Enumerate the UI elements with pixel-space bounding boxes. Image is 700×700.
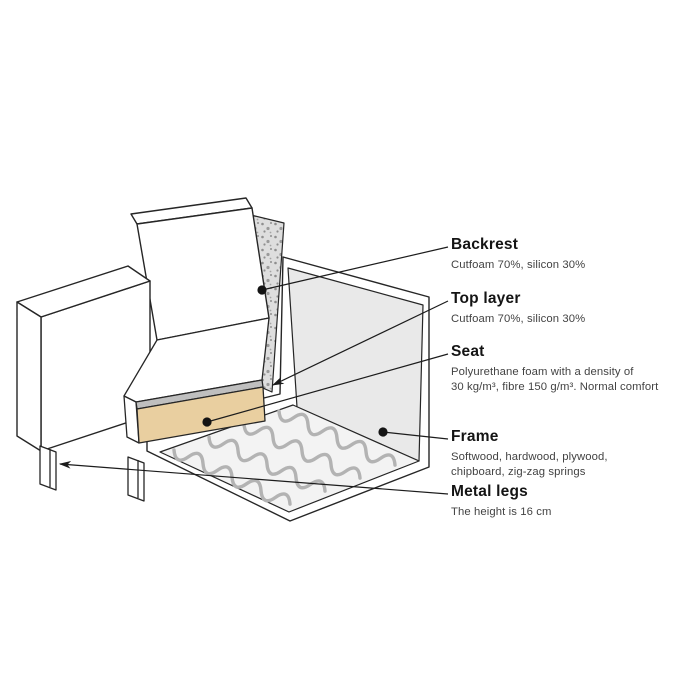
front-left-leg — [39, 445, 57, 491]
front-center-leg — [127, 456, 145, 502]
label-top-layer-title: Top layer — [451, 290, 521, 307]
callout-dot-backrest — [257, 285, 267, 295]
label-seat-desc-1: Polyurethane foam with a density of — [451, 366, 634, 378]
label-top-layer: Top layer Cutfoam 70%, silicon 30% — [451, 290, 693, 327]
label-backrest: Backrest Cutfoam 70%, silicon 30% — [451, 236, 693, 273]
seat-foam-layer — [136, 386, 266, 444]
label-top-layer-desc-1: Cutfoam 70%, silicon 30% — [451, 313, 586, 325]
label-backrest-title: Backrest — [451, 236, 519, 253]
label-seat: Seat Polyurethane foam with a density of… — [451, 343, 693, 394]
label-seat-title: Seat — [451, 343, 485, 360]
callout-dot-frame — [378, 427, 388, 437]
armrest — [16, 265, 151, 452]
leader-line-backrest — [261, 246, 449, 291]
label-frame-title: Frame — [451, 428, 499, 445]
callout-dot-seat — [202, 417, 212, 427]
spring-row — [242, 422, 362, 480]
armrest-front-face — [16, 301, 42, 452]
label-backrest-desc-1: Cutfoam 70%, silicon 30% — [451, 259, 586, 271]
label-frame-desc-1: Softwood, hardwood, plywood, — [451, 451, 608, 463]
label-seat-desc-2: 30 kg/m³, fibre 150 g/m³. Normal comfort — [451, 380, 659, 393]
callouts — [58, 246, 449, 495]
label-metal-legs-desc-1: The height is 16 cm — [451, 506, 552, 518]
leader-line-seat — [206, 353, 449, 423]
zigzag-springs — [172, 409, 397, 506]
label-frame: Frame Softwood, hardwood, plywood, chipb… — [451, 428, 693, 479]
spring-row — [277, 409, 397, 467]
label-frame-desc-2: chipboard, zig-zag springs — [451, 465, 586, 478]
leader-line-top-layer — [271, 300, 449, 386]
label-metal-legs: Metal legs The height is 16 cm — [451, 483, 693, 520]
label-metal-legs-title: Metal legs — [451, 483, 528, 500]
spring-row — [207, 435, 327, 493]
leader-line-metal-legs — [58, 461, 449, 495]
leader-line-frame — [382, 431, 449, 440]
seat-cushion — [123, 317, 270, 444]
metal-legs — [39, 445, 145, 502]
backrest-cushion-front — [136, 207, 270, 341]
backrest-cushion — [130, 197, 270, 341]
